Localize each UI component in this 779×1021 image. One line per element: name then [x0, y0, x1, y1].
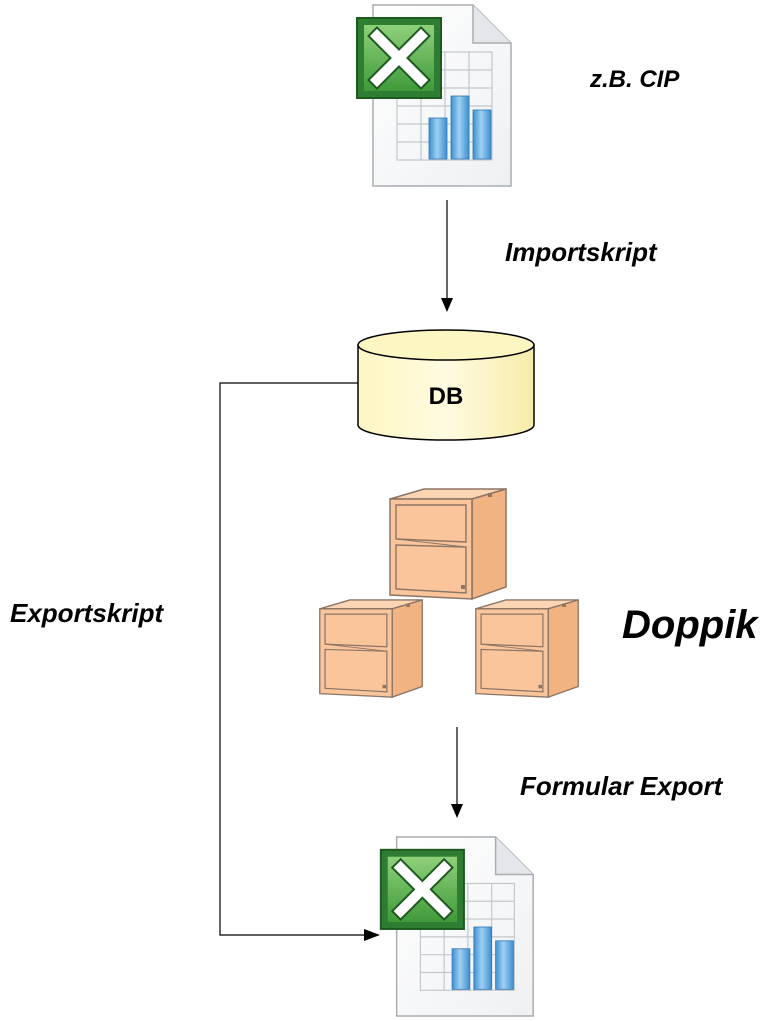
formular-export-arrow	[451, 727, 463, 818]
source-excel-file-icon	[357, 5, 511, 186]
cabinet-icon-top	[389, 488, 507, 600]
cabinet-icon-left	[319, 599, 423, 698]
cabinet-icon-right	[475, 599, 579, 698]
database-cylinder: DB	[357, 329, 535, 441]
database-label: DB	[429, 383, 464, 410]
form-export-label: Formular Export	[520, 771, 723, 801]
export-connector	[219, 382, 380, 941]
import-script-label: Importskript	[505, 237, 657, 267]
doppik-label: Doppik	[622, 603, 758, 647]
export-script-label: Exportskript	[10, 598, 164, 628]
doppik-cabinets	[319, 488, 579, 698]
import-arrow	[441, 200, 453, 312]
target-excel-file-icon	[381, 837, 533, 1016]
source-file-label: z.B. CIP	[590, 66, 680, 93]
